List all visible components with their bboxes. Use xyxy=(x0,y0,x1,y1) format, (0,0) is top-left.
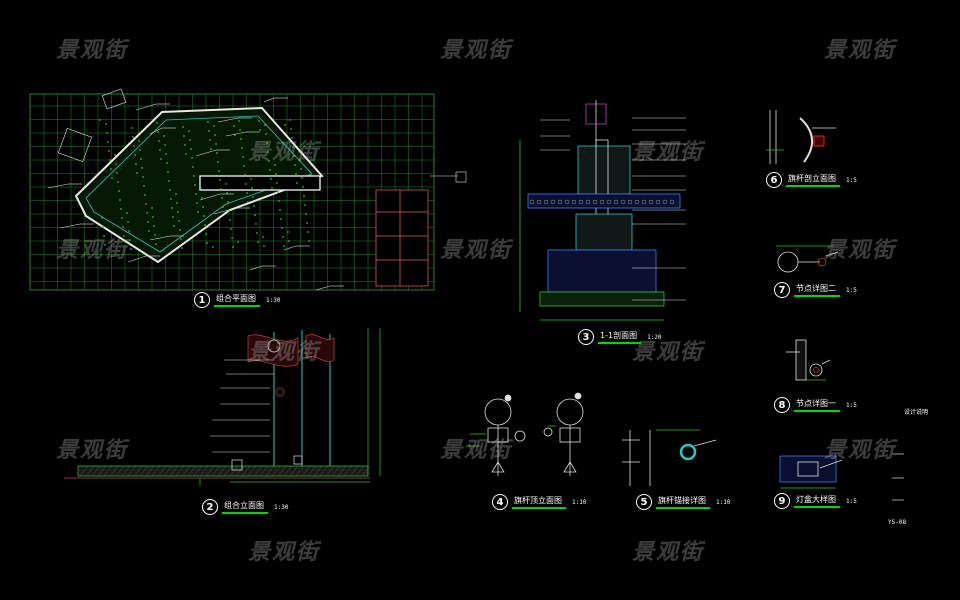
drawing-title-1: 1 组合平面图 1:30 xyxy=(194,292,280,308)
watermark: 景观街 xyxy=(632,540,705,565)
drawing-title-7: 7 节点详图二 1:5 xyxy=(774,282,857,298)
drawing-scale: 1:10 xyxy=(572,498,587,506)
drawing-number: 8 xyxy=(774,397,790,413)
drawing-scale: 1:30 xyxy=(266,296,281,304)
elevation-drawing xyxy=(64,328,381,486)
drawing-scale: 1:20 xyxy=(647,333,662,341)
drawing-title-4: 4 旗杆顶立面图 1:10 xyxy=(492,494,586,510)
drawing-scale: 1:5 xyxy=(846,401,857,409)
drawing-title: 节点详图二 xyxy=(794,283,840,297)
sheet-code: YS-08 xyxy=(888,519,907,526)
drawing-title: 节点详图一 xyxy=(794,398,840,412)
watermark: 景观街 xyxy=(824,238,897,263)
watermark: 景观街 xyxy=(56,38,129,63)
drawing-number: 2 xyxy=(202,499,218,515)
plan-hatch xyxy=(99,119,310,250)
watermark: 景观街 xyxy=(248,540,321,565)
lamp-box-detail-drawing xyxy=(779,453,904,501)
drawing-title: 组合平面图 xyxy=(214,293,260,307)
section-drawing xyxy=(519,100,686,321)
watermark: 景观街 xyxy=(632,340,705,365)
drawing-title-9: 9 灯盒大样图 1:5 xyxy=(774,493,857,509)
drawing-scale: 1:10 xyxy=(716,498,731,506)
drawing-number: 5 xyxy=(636,494,652,510)
drawing-title-8: 8 节点详图一 1:5 xyxy=(774,397,857,413)
drawing-number: 3 xyxy=(578,329,594,345)
watermark: 景观街 xyxy=(440,38,513,63)
drawing-number: 7 xyxy=(774,282,790,298)
watermark: 景观街 xyxy=(248,140,321,165)
drawing-scale: 1:30 xyxy=(274,503,289,511)
watermark: 景观街 xyxy=(632,140,705,165)
drawing-title-6: 6 旗杆剖立面图 1:5 xyxy=(766,172,857,188)
drawing-title-2: 2 组合立面图 1:30 xyxy=(202,499,288,515)
watermark: 景观街 xyxy=(56,238,129,263)
drawing-title: 1-1剖面图 xyxy=(598,330,642,344)
drawing-title: 旗杆顶立面图 xyxy=(512,495,566,509)
drawing-title: 灯盒大样图 xyxy=(794,494,840,508)
drawing-title: 旗杆剖立面图 xyxy=(786,173,840,187)
watermark: 景观街 xyxy=(440,438,513,463)
flagpole-top-drawing xyxy=(466,392,584,476)
node-detail-1-drawing xyxy=(786,339,831,381)
drawing-title-3: 3 1-1剖面图 1:20 xyxy=(578,329,662,345)
plaza-outline xyxy=(74,106,324,264)
drawing-scale: 1:5 xyxy=(846,176,857,184)
drawing-scale: 1:5 xyxy=(846,497,857,505)
drawing-title: 旗杆锚接详图 xyxy=(656,495,710,509)
node-detail-2-drawing xyxy=(776,245,839,273)
watermark: 景观街 xyxy=(824,438,897,463)
anchor-detail-drawing xyxy=(622,429,717,486)
plan-drawing xyxy=(29,88,467,291)
drawing-title-5: 5 旗杆锚接详图 1:10 xyxy=(636,494,730,510)
watermark: 景观街 xyxy=(56,438,129,463)
watermark: 景观街 xyxy=(248,340,321,365)
drawing-scale: 1:5 xyxy=(846,286,857,294)
drawing-title: 组合立面图 xyxy=(222,500,268,514)
drawing-number: 9 xyxy=(774,493,790,509)
drawing-number: 6 xyxy=(766,172,782,188)
watermark: 景观街 xyxy=(824,38,897,63)
drawing-number: 1 xyxy=(194,292,210,308)
section-elevation-detail-drawing xyxy=(766,110,836,164)
side-note-label: 设计说明 xyxy=(904,409,929,416)
watermark: 景观街 xyxy=(440,238,513,263)
drawing-number: 4 xyxy=(492,494,508,510)
